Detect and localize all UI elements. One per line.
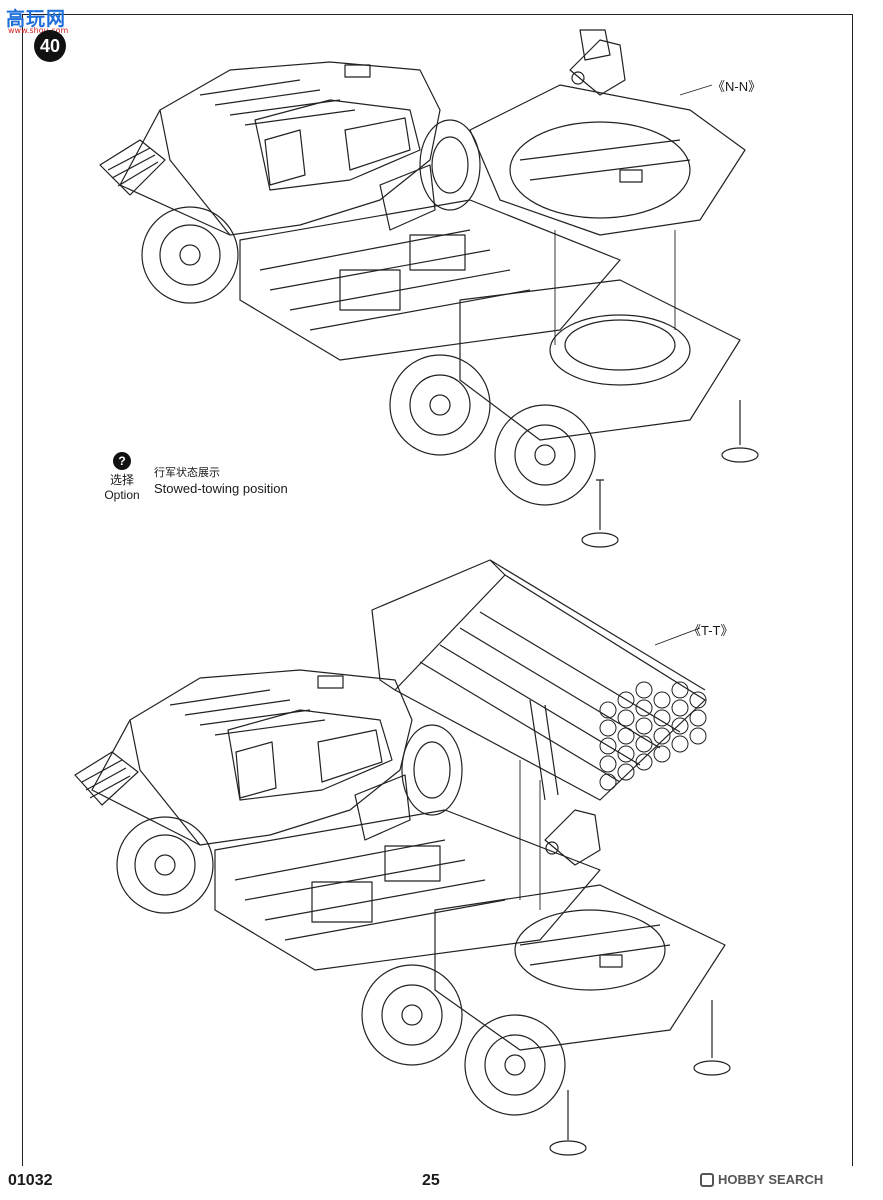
option-label-en: Option xyxy=(104,488,140,502)
frame-right-rule xyxy=(852,14,853,1166)
callout-t-t: 《T-T》 xyxy=(688,623,734,638)
step-number-badge: 40 xyxy=(34,30,66,62)
product-code: 01032 xyxy=(8,1172,53,1189)
hobby-search-text: HOBBY SEARCH xyxy=(718,1172,824,1187)
watermark-title: 高玩网 xyxy=(6,8,67,30)
truck-launcher-drawing xyxy=(74,559,731,1156)
page-number: 25 xyxy=(422,1172,440,1189)
question-icon: ? xyxy=(113,452,131,470)
hobby-search-watermark: HOBBY SEARCH xyxy=(700,1172,823,1187)
truck-stowed-drawing xyxy=(99,29,759,548)
stowed-label-en: Stowed-towing position xyxy=(154,481,288,496)
option-marker: ? 选择 Option xyxy=(98,452,146,502)
frame-top-rule xyxy=(22,14,853,15)
watermark-logo: 高玩网 www.shou.com xyxy=(6,4,82,35)
option-label-cn: 选择 xyxy=(109,473,134,487)
stowed-label-cn: 行军状态展示 xyxy=(154,467,220,479)
callout-n-n: 《N-N》 xyxy=(712,79,762,94)
watermark-url: www.shou.com xyxy=(8,26,69,35)
hobby-search-logo-icon xyxy=(700,1173,714,1187)
frame-left-rule xyxy=(22,14,23,1166)
